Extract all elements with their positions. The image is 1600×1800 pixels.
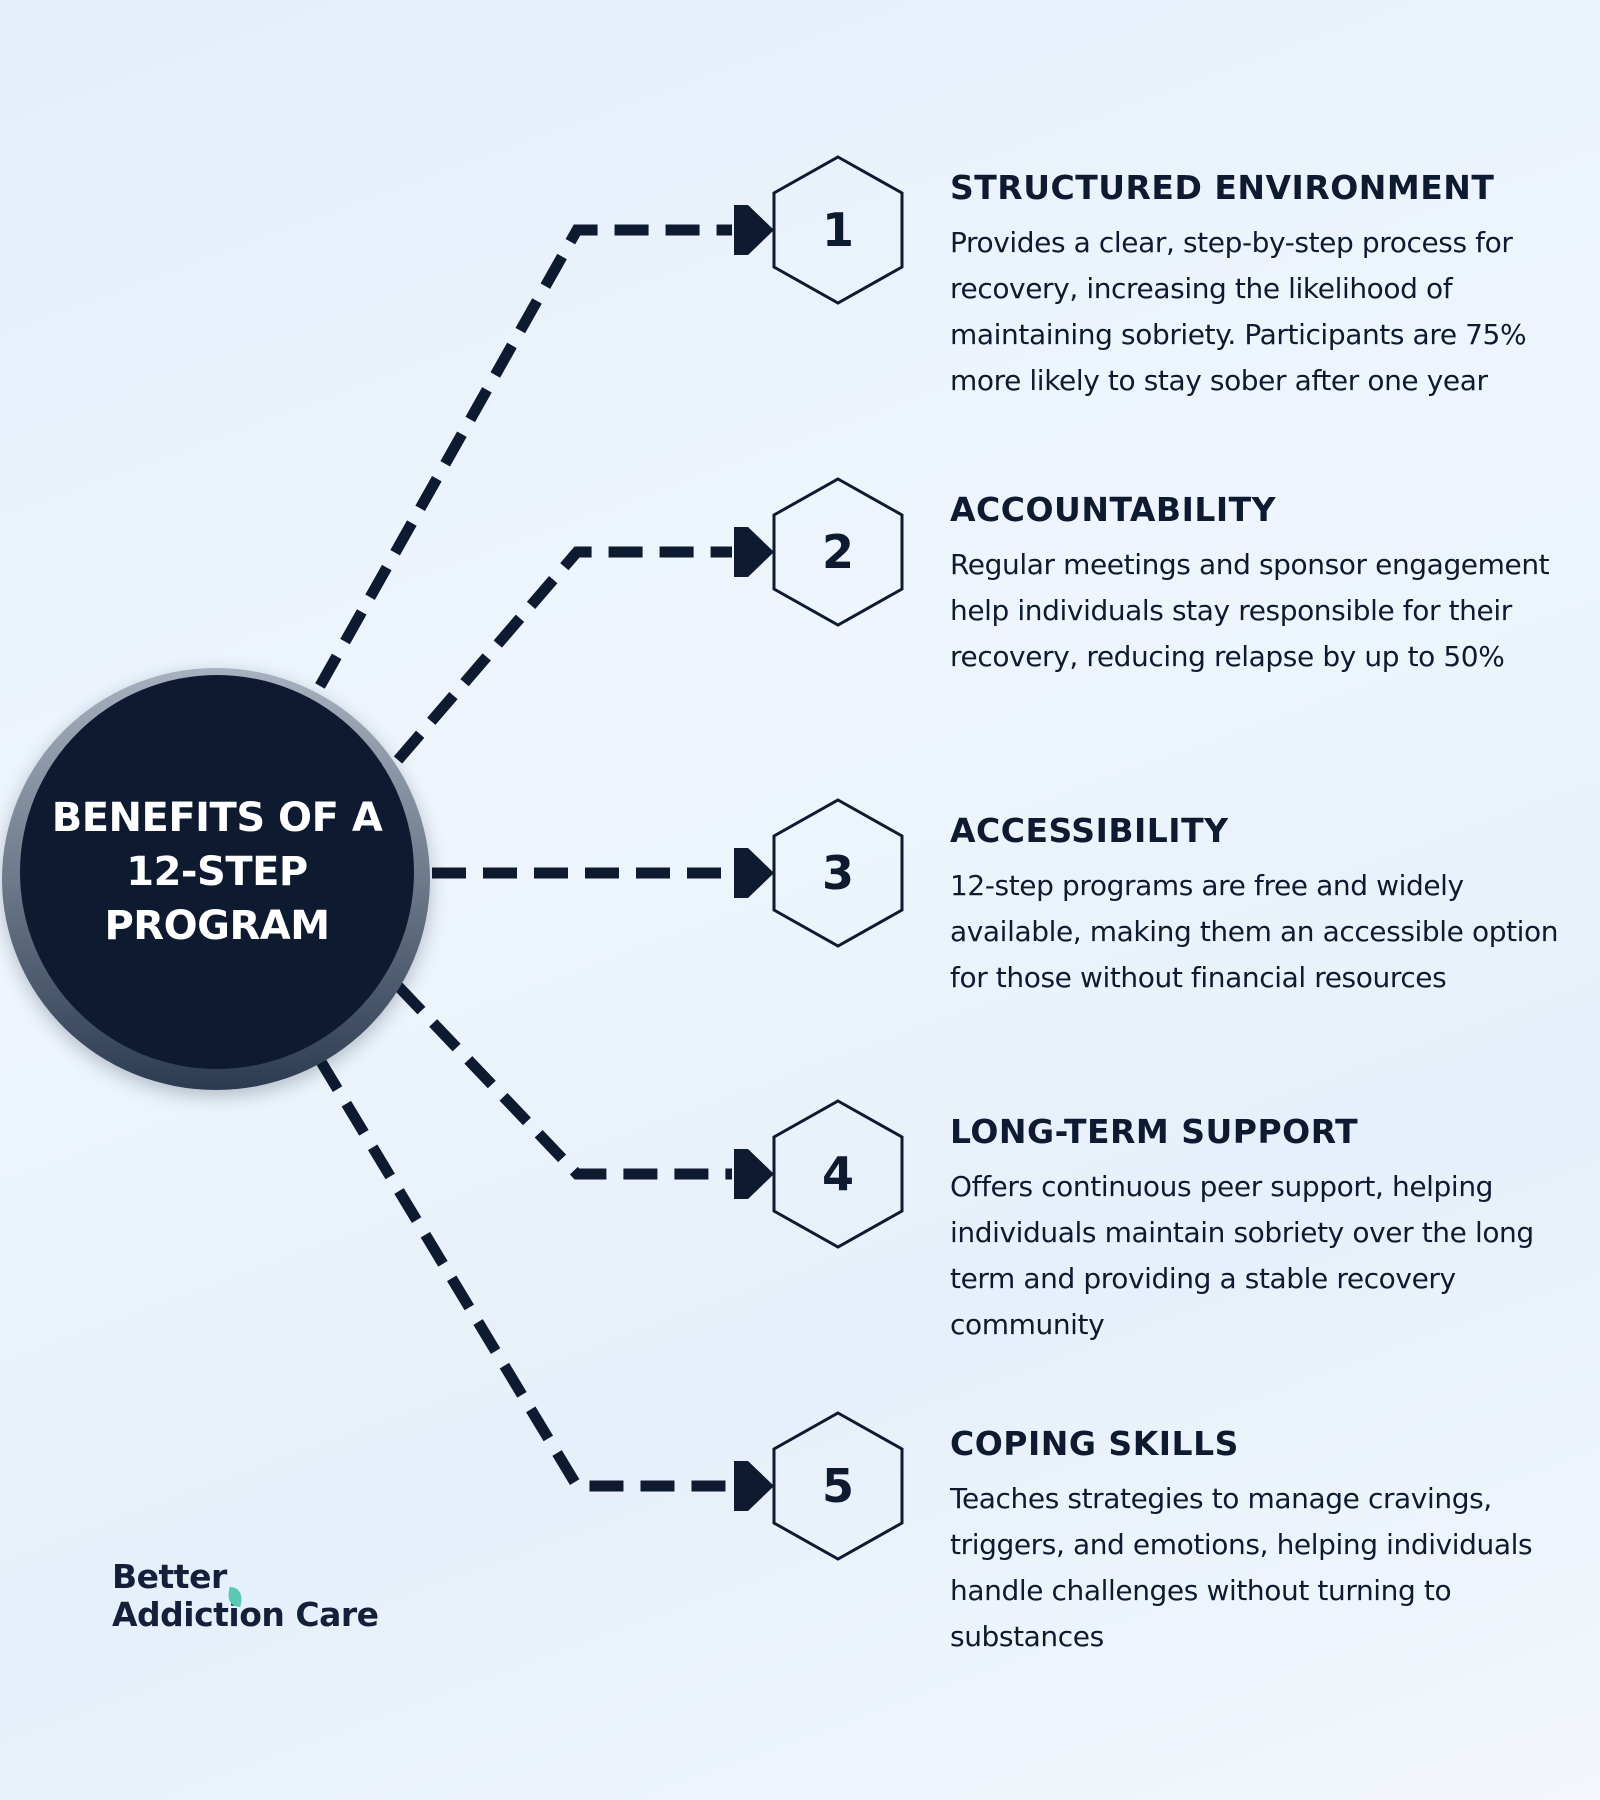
hexagon-3 bbox=[772, 798, 904, 948]
arrowhead-5 bbox=[734, 1461, 774, 1511]
benefit-description: Regular meetings and sponsor engagement … bbox=[950, 548, 1550, 673]
arrowhead-3 bbox=[734, 848, 774, 898]
step-number-4: 4 bbox=[821, 1147, 854, 1201]
benefit-accountability: ACCOUNTABILITY Regular meetings and spon… bbox=[950, 490, 1565, 680]
step-number-5: 5 bbox=[821, 1459, 854, 1513]
hub-circle: BENEFITS OF A 12-STEP PROGRAM bbox=[20, 675, 414, 1069]
benefit-description: Teaches strategies to manage cravings, t… bbox=[950, 1482, 1533, 1653]
benefit-accessibility: ACCESSIBILITY 12-step programs are free … bbox=[950, 811, 1565, 1001]
hub-title: BENEFITS OF A 12-STEP PROGRAM bbox=[47, 791, 387, 953]
hexagon-5 bbox=[772, 1411, 904, 1561]
connector-4 bbox=[394, 982, 732, 1180]
step-number-2: 2 bbox=[821, 525, 854, 579]
brand-logo: Better Addiction Care bbox=[112, 1558, 379, 1634]
benefit-title: LONG-TERM SUPPORT bbox=[950, 1112, 1359, 1151]
hexagon-2 bbox=[772, 477, 904, 627]
step-number-3: 3 bbox=[821, 846, 854, 900]
benefit-long-term-support: LONG-TERM SUPPORT Offers continuous peer… bbox=[950, 1112, 1565, 1348]
hub-title-line-3: PROGRAM bbox=[104, 903, 330, 949]
connector-1 bbox=[315, 224, 732, 689]
benefit-title: ACCOUNTABILITY bbox=[950, 490, 1277, 529]
benefit-coping-skills: COPING SKILLS Teaches strategies to mana… bbox=[950, 1424, 1565, 1660]
benefit-title: STRUCTURED ENVIRONMENT bbox=[950, 168, 1495, 207]
connector-2 bbox=[393, 546, 732, 764]
hub-title-line-2: 12-STEP bbox=[126, 849, 308, 895]
benefit-structured-environment: STRUCTURED ENVIRONMENT Provides a clear,… bbox=[950, 168, 1565, 404]
benefit-title: COPING SKILLS bbox=[950, 1424, 1239, 1463]
hexagon-4 bbox=[772, 1099, 904, 1249]
connector-5 bbox=[315, 1057, 732, 1492]
benefit-description: Offers continuous peer support, helping … bbox=[950, 1170, 1534, 1341]
arrowhead-4 bbox=[734, 1149, 774, 1199]
step-number-1: 1 bbox=[821, 203, 854, 257]
hexagon-1 bbox=[772, 155, 904, 305]
arrowhead-2 bbox=[734, 527, 774, 577]
logo-line-1: Better bbox=[112, 1557, 227, 1596]
benefit-description: 12-step programs are free and widely ava… bbox=[950, 869, 1559, 994]
benefit-title: ACCESSIBILITY bbox=[950, 811, 1229, 850]
hub-title-line-1: BENEFITS OF A bbox=[51, 795, 383, 841]
logo-line-2: Addiction Care bbox=[112, 1595, 379, 1634]
benefit-description: Provides a clear, step-by-step process f… bbox=[950, 226, 1527, 397]
arrowhead-1 bbox=[734, 205, 774, 255]
